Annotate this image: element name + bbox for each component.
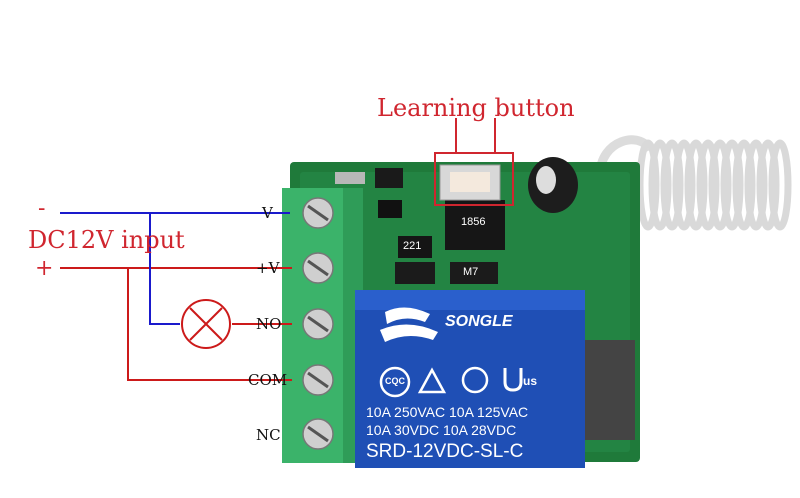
antenna-coil-loop (708, 139, 732, 231)
wire-com (127, 268, 292, 381)
relay-rating-line-2: 10A 30VDC 10A 28VDC (366, 422, 517, 438)
relay-brand: SONGLE (445, 313, 513, 330)
diode-2 (450, 262, 498, 284)
terminal-screw[interactable] (302, 418, 334, 450)
terminal-screw[interactable] (302, 308, 334, 340)
smd-part (335, 172, 365, 184)
relay-ul-mark: us (523, 374, 538, 388)
antenna-coil-loop (660, 139, 684, 231)
diode-1 (395, 262, 435, 284)
relay-model: SRD-12VDC-SL-C (366, 441, 524, 462)
antenna-coil-loop (648, 139, 672, 231)
transistor (375, 168, 403, 188)
diode-code: M7 (463, 266, 479, 278)
antenna-coil-loop (732, 139, 756, 231)
relay-logo (380, 307, 438, 342)
plus-sign: + (35, 256, 54, 281)
lamp-icon (181, 299, 231, 349)
terminal-label-no: NO (256, 315, 282, 333)
antenna-coil-loop (768, 139, 792, 231)
relay (355, 290, 635, 468)
ul-mark (503, 368, 523, 392)
terminal-screw[interactable] (302, 252, 334, 284)
antenna-coil-loop (756, 139, 780, 231)
antenna-coil (595, 135, 792, 231)
antenna-coil-loop (672, 139, 696, 231)
antenna-coil-loop (720, 139, 744, 231)
resistor (398, 236, 432, 258)
terminal-label-plus-v: +V (256, 259, 280, 277)
resistor-code: 221 (403, 240, 422, 252)
transistor-2 (378, 200, 402, 218)
ic-code: 1856 (461, 216, 486, 228)
terminal-screw[interactable] (302, 364, 334, 396)
supply-label: DC12V input (28, 226, 185, 254)
antenna-coil-loop (696, 139, 720, 231)
terminal-label-v: V (262, 204, 273, 222)
learning-button-label: Learning button (377, 94, 575, 122)
wire-lamp-neg (149, 213, 180, 325)
wiring (60, 212, 292, 381)
antenna-coil-loop (684, 139, 708, 231)
learning-button[interactable] (439, 164, 501, 201)
capacitor (528, 157, 578, 213)
ic-chip (445, 200, 505, 250)
button-highlight-box (434, 152, 514, 206)
warning-mark (417, 367, 447, 394)
antenna-coil-loop (744, 139, 768, 231)
circle-mark (461, 366, 489, 394)
terminal-label-com: COM (248, 371, 288, 389)
cqc-mark (379, 366, 411, 398)
terminal-label-nc: NC (256, 426, 281, 444)
relay-cert-mark: CQC (385, 376, 405, 386)
terminal-screw[interactable] (302, 197, 334, 229)
relay-rating-line-1: 10A 250VAC 10A 125VAC (366, 404, 529, 420)
minus-sign: - (38, 196, 46, 221)
